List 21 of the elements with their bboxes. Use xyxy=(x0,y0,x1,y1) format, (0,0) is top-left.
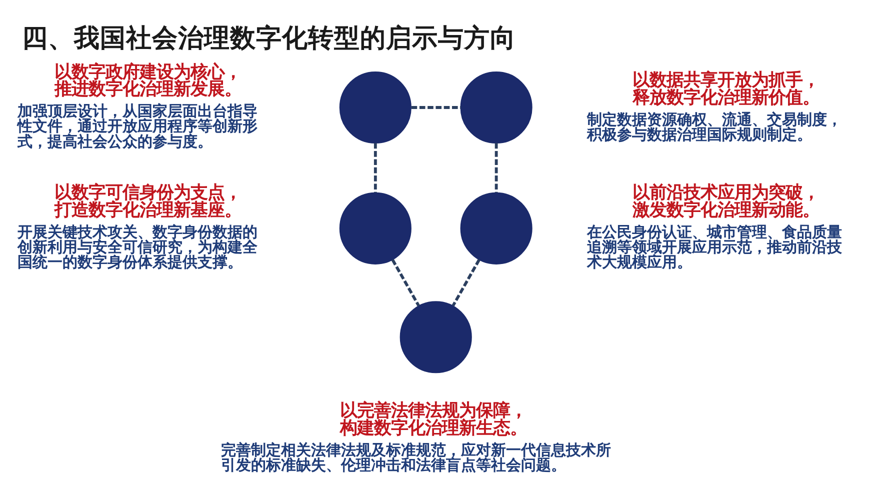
connector xyxy=(374,142,377,192)
connector xyxy=(452,258,480,306)
node-circle xyxy=(400,300,472,373)
connector xyxy=(411,106,461,108)
diagram-title: 四、我国社会治理数字化转型的启示与方向 xyxy=(22,23,516,54)
node-label: 开展关键技术攻关、数字身份数据的创新利用与安全可信研究，为构建全国统一的数字身份体系提供支撑。 xyxy=(17,222,258,271)
node-circle xyxy=(339,70,412,144)
node-circle xyxy=(339,192,412,264)
node-label: 完善制定相关法律法规及标准规范，应对新一代信息技术所引发的标准缺失、伦理冲击和法律盲点等社会问题。 xyxy=(220,440,611,474)
connector xyxy=(391,258,420,306)
node-label: 在公民身份认证、城市管理、食品质量追溯等领域开展应用示范，推动前沿技术大规模应用。 xyxy=(586,222,842,271)
node-label: 以数字可信身份为支点，打造数字化治理新基座。 xyxy=(54,182,242,220)
node-label: 以前沿技术应用为突破，激发数字化治理新动能。 xyxy=(632,182,820,220)
node-label: 加强顶层设计，从国家层面出台指导性文件，通过开放应用程序等创新形式，提高社会公众的参与度。 xyxy=(17,102,258,150)
node-label: 以完善法律法规为保障，构建数字化治理新生态。 xyxy=(340,400,527,438)
node-label: 制定数据资源确权、流通、交易制度，积极参与数据治理国际规则制定。 xyxy=(586,110,842,143)
node-label: 以数字政府建设为核心，推进数字化治理新发展。 xyxy=(54,62,242,100)
node-circle xyxy=(460,70,532,144)
node-circle xyxy=(460,192,532,264)
connector xyxy=(494,142,498,192)
node-label: 以数据共享开放为抓手，释放数字化治理新价值。 xyxy=(632,70,820,108)
